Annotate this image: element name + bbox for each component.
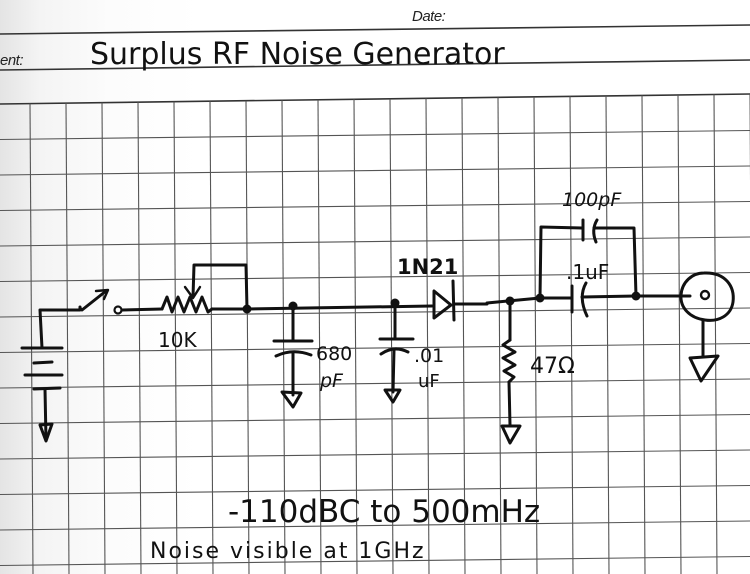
date-label: Date: bbox=[412, 8, 446, 25]
pot-label: 10K bbox=[158, 328, 197, 352]
potentiometer-symbol bbox=[120, 263, 252, 314]
c2-value: .01 bbox=[414, 345, 444, 367]
graph-grid bbox=[0, 94, 750, 574]
grid-line-vertical bbox=[533, 96, 538, 574]
header-rule-3 bbox=[0, 93, 750, 105]
c3-label: .1uF bbox=[566, 260, 609, 284]
ground-icon bbox=[383, 388, 402, 404]
grid-line-vertical bbox=[29, 103, 34, 574]
c4-label: 100pF bbox=[562, 189, 622, 211]
grid-line-vertical bbox=[137, 102, 142, 574]
grid-line-horizontal bbox=[0, 520, 750, 531]
grid-line-horizontal bbox=[0, 378, 750, 389]
battery-symbol bbox=[20, 305, 82, 443]
grid-line-vertical bbox=[209, 101, 214, 574]
experiment-label: ent: bbox=[0, 52, 24, 69]
grid-line-vertical bbox=[641, 95, 646, 574]
r1-label: 47Ω bbox=[530, 354, 575, 379]
switch-symbol bbox=[78, 288, 123, 315]
grid-line-horizontal bbox=[0, 165, 750, 176]
grid-line-vertical bbox=[281, 100, 286, 574]
diode-label: 1N21 bbox=[397, 255, 458, 279]
grid-line-horizontal bbox=[0, 342, 750, 354]
grid-line-vertical bbox=[101, 102, 106, 574]
grid-line-horizontal bbox=[0, 271, 750, 283]
resistor-47ohm bbox=[500, 299, 522, 445]
ground-icon bbox=[688, 354, 720, 383]
capacitor-01uf bbox=[378, 301, 415, 404]
note-noise-visible: Noise visible at 1GHz bbox=[150, 539, 426, 564]
grid-line-vertical bbox=[65, 103, 70, 574]
grid-line-vertical bbox=[389, 98, 394, 574]
grid-line-vertical bbox=[497, 97, 502, 574]
grid-line-vertical bbox=[677, 94, 682, 574]
grid-line-horizontal bbox=[0, 236, 750, 247]
grid-line-horizontal bbox=[0, 449, 750, 460]
c1-unit: pF bbox=[319, 370, 344, 392]
grid-line-vertical bbox=[605, 95, 610, 574]
grid-line-horizontal bbox=[0, 555, 750, 567]
circuit: 10K 680 pF .01 bbox=[20, 189, 735, 445]
header-rule-2 bbox=[0, 59, 750, 71]
grid-line-vertical bbox=[173, 101, 178, 574]
header-rule-1 bbox=[0, 24, 750, 35]
c2-unit: uF bbox=[418, 371, 440, 392]
c1-value: 680 bbox=[316, 343, 352, 365]
grid-line-horizontal bbox=[0, 413, 750, 425]
diode-symbol bbox=[432, 279, 542, 322]
ground-icon bbox=[500, 424, 522, 445]
grid-line-vertical bbox=[245, 100, 250, 574]
note-noise-level: -110dBC to 500mHz bbox=[228, 494, 540, 530]
grid-line-vertical bbox=[317, 99, 322, 574]
grid-line-horizontal bbox=[0, 129, 750, 141]
coax-connector-symbol bbox=[634, 271, 735, 383]
grid-line-horizontal bbox=[0, 307, 750, 318]
capacitor-100pf bbox=[538, 218, 638, 300]
grid-line-horizontal bbox=[0, 484, 750, 496]
grid-line-vertical bbox=[353, 99, 358, 574]
grid-line-vertical bbox=[425, 98, 430, 574]
ground-icon bbox=[38, 422, 54, 443]
grid-line-horizontal bbox=[0, 200, 750, 212]
ground-icon bbox=[280, 390, 303, 409]
capacitor-680pf bbox=[272, 304, 314, 409]
grid-line-vertical bbox=[569, 96, 574, 574]
grid-line-vertical bbox=[461, 97, 466, 574]
grid-line-vertical bbox=[713, 94, 718, 574]
capacitor-0.1uf bbox=[538, 281, 638, 318]
page-title: Surplus RF Noise Generator bbox=[90, 37, 505, 72]
